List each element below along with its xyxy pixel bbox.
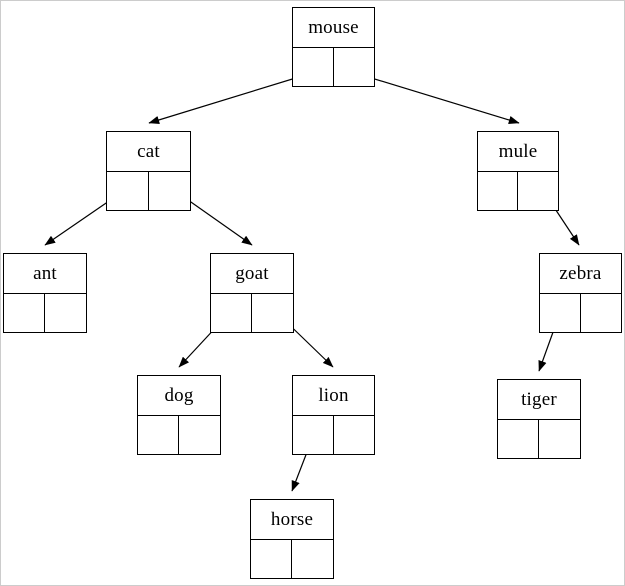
node-pointer-row	[107, 171, 190, 210]
node-pointer-row	[478, 171, 558, 210]
left-pointer-cell[interactable]	[293, 416, 334, 454]
right-pointer-cell[interactable]	[334, 416, 375, 454]
node-pointer-row	[211, 293, 293, 332]
left-pointer-cell[interactable]	[4, 294, 45, 332]
left-pointer-cell[interactable]	[478, 172, 518, 210]
tree-node-tiger[interactable]: tiger	[497, 379, 581, 459]
right-pointer-cell[interactable]	[179, 416, 220, 454]
right-pointer-cell[interactable]	[539, 420, 580, 458]
node-label: zebra	[559, 263, 602, 284]
left-pointer-cell[interactable]	[211, 294, 252, 332]
right-pointer-cell[interactable]	[334, 48, 375, 86]
right-pointer-cell[interactable]	[252, 294, 293, 332]
right-pointer-cell[interactable]	[149, 172, 191, 210]
node-pointer-row	[293, 415, 374, 454]
right-pointer-cell[interactable]	[45, 294, 86, 332]
tree-node-dog[interactable]: dog	[137, 375, 221, 455]
left-pointer-cell[interactable]	[498, 420, 539, 458]
left-pointer-cell[interactable]	[293, 48, 334, 86]
tree-node-cat[interactable]: cat	[106, 131, 191, 211]
edge-mouse-to-cat	[148, 72, 313, 125]
right-pointer-cell[interactable]	[292, 540, 333, 578]
tree-node-ant[interactable]: ant	[3, 253, 87, 333]
node-label: dog	[164, 385, 194, 406]
node-label: tiger	[521, 389, 557, 410]
tree-node-lion[interactable]: lion	[292, 375, 375, 455]
left-pointer-cell[interactable]	[251, 540, 292, 578]
right-pointer-cell[interactable]	[518, 172, 558, 210]
tree-node-mouse[interactable]: mouse	[292, 7, 375, 87]
node-label: cat	[137, 141, 160, 162]
node-label: ant	[33, 263, 57, 284]
edge-mouse-to-mule	[354, 72, 520, 125]
node-label: lion	[318, 385, 349, 406]
node-label: mule	[498, 141, 538, 162]
tree-node-mule[interactable]: mule	[477, 131, 559, 211]
node-pointer-row	[251, 539, 333, 578]
node-pointer-row	[4, 293, 86, 332]
tree-node-horse[interactable]: horse	[250, 499, 334, 579]
node-pointer-row	[293, 47, 374, 86]
node-label: goat	[235, 263, 269, 284]
tree-node-zebra[interactable]: zebra	[539, 253, 622, 333]
left-pointer-cell[interactable]	[138, 416, 179, 454]
left-pointer-cell[interactable]	[107, 172, 149, 210]
node-pointer-row	[498, 419, 580, 458]
node-label: mouse	[308, 17, 359, 38]
tree-node-goat[interactable]: goat	[210, 253, 294, 333]
node-label: horse	[270, 509, 314, 530]
node-pointer-row	[540, 293, 621, 332]
node-pointer-row	[138, 415, 220, 454]
left-pointer-cell[interactable]	[540, 294, 581, 332]
right-pointer-cell[interactable]	[581, 294, 622, 332]
